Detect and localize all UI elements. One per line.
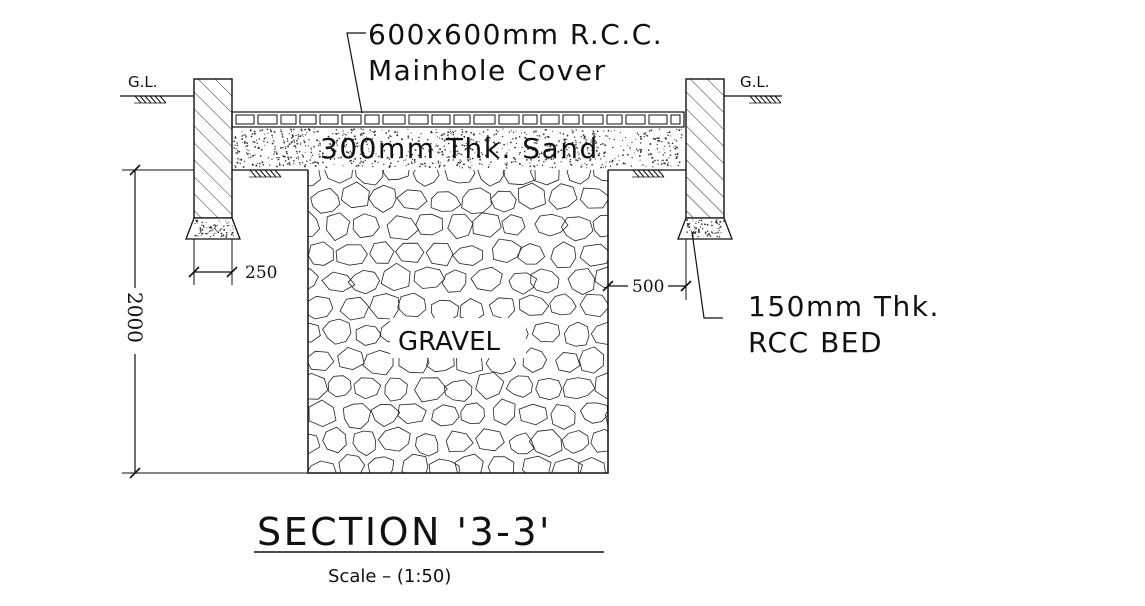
ground-hatch-icon — [134, 95, 167, 104]
bed-label-line1: 150mm Thk. — [748, 290, 940, 323]
rcc-bed-texture — [194, 219, 234, 238]
ground-hatch-icon — [632, 169, 665, 178]
bed-callout: 150mm Thk. RCC BED — [691, 231, 940, 359]
gravel-texture — [308, 170, 608, 473]
section-title: SECTION '3-3' — [257, 510, 552, 554]
wall-left — [185, 78, 241, 240]
gravel-pit: GRAVEL — [307, 170, 609, 474]
sand-layer: 300mm Thk. Sand — [232, 127, 684, 170]
section-title-block: SECTION '3-3' Scale – (1:50) — [254, 510, 604, 587]
scale-label: Scale – (1:50) — [328, 566, 451, 587]
dim-500-label: 500 — [632, 277, 664, 297]
ground-level-left: G.L. — [120, 73, 194, 104]
ground-level-right: G.L. — [724, 73, 782, 104]
cover-slab-joints — [235, 114, 681, 125]
ground-hatch-icon — [249, 169, 282, 178]
ground-hatch-icon — [749, 95, 782, 104]
cover-callout: 600x600mm R.C.C. Mainhole Cover — [346, 18, 663, 114]
dim-250-label: 250 — [245, 263, 277, 283]
sand-texture — [233, 128, 683, 169]
gravel-label: GRAVEL — [398, 327, 500, 357]
pit-rim-ground — [232, 169, 686, 178]
bed-label-line2: RCC BED — [748, 326, 883, 359]
cover-label-line1: 600x600mm R.C.C. — [368, 18, 663, 51]
dimension-depth: 2000 — [122, 164, 308, 479]
wall-right — [677, 78, 733, 240]
dimension-wall-thickness: 250 — [188, 239, 277, 285]
dimension-gap: 500 — [602, 239, 692, 300]
cover-label-line2: Mainhole Cover — [368, 54, 607, 87]
gl-label-left: G.L. — [128, 73, 158, 91]
rcc-bed-left — [185, 217, 241, 240]
gl-label-right: G.L. — [740, 73, 770, 91]
manhole-cover — [231, 111, 685, 128]
sand-label: 300mm Thk. Sand — [320, 132, 599, 165]
rcc-bed-right — [677, 217, 733, 240]
dim-2000-label: 2000 — [123, 292, 147, 343]
